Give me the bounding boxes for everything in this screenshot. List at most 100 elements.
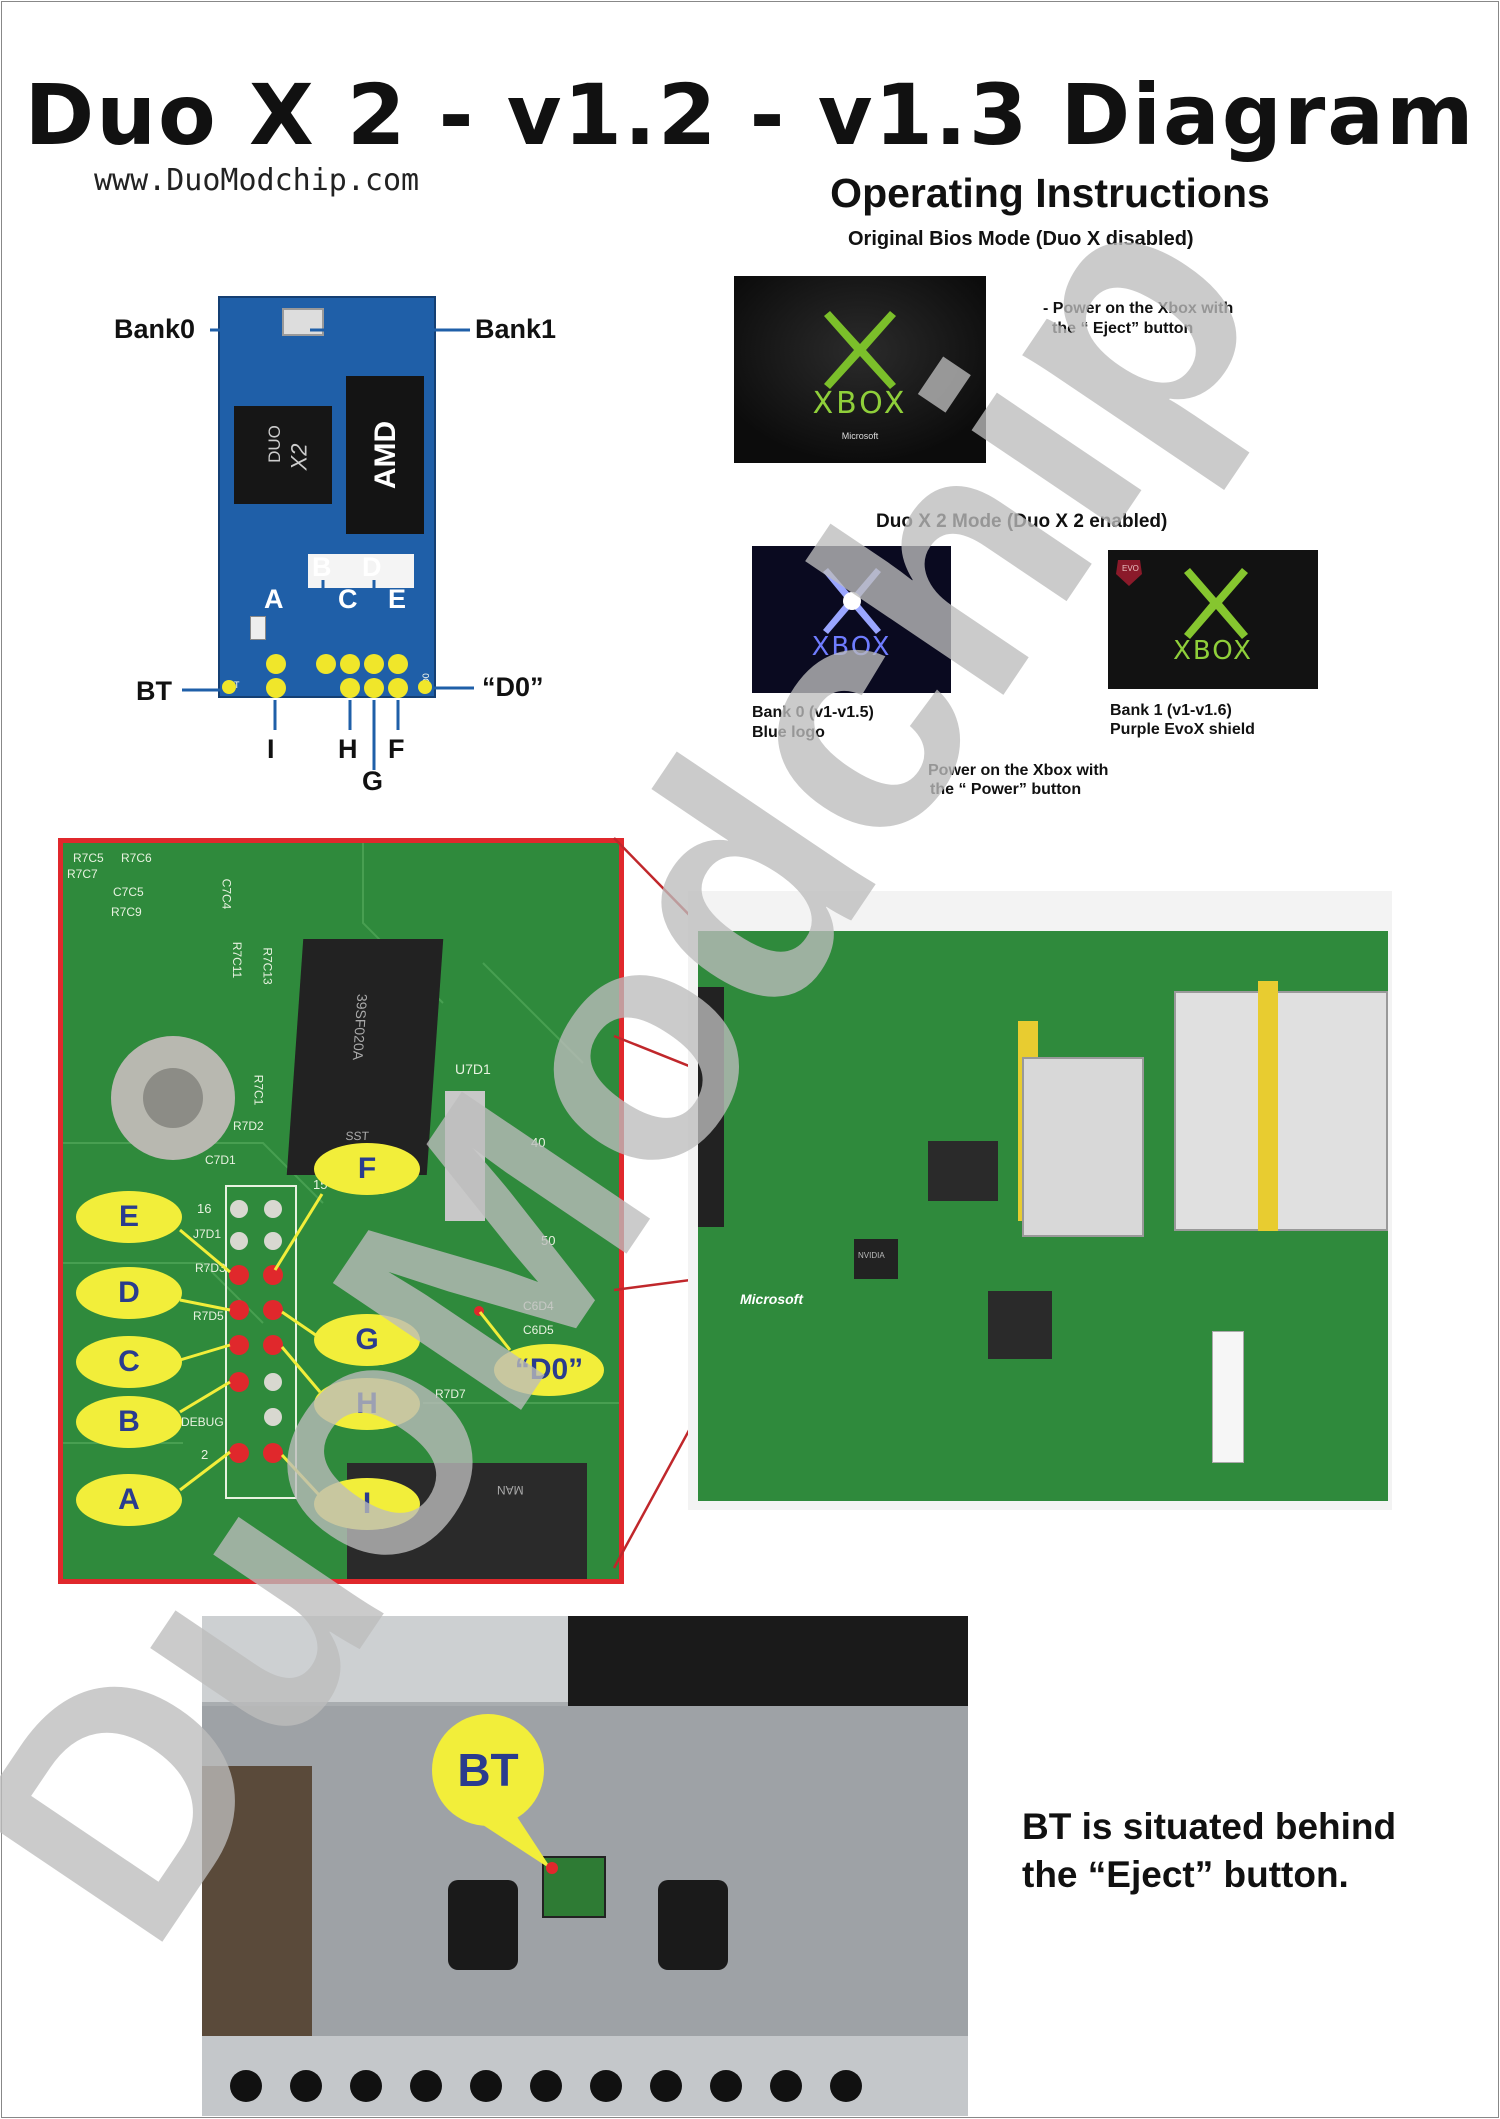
callout-e: E [76, 1191, 182, 1243]
silk-50: 50 [541, 1233, 556, 1248]
website-url[interactable]: www.DuoModchip.com [94, 163, 420, 198]
original-mode-line2: the “ Eject” button [1052, 320, 1194, 337]
silk-r7c5: R7C5 [73, 851, 104, 865]
callout-d: D [76, 1267, 182, 1319]
chip-pin-d: D [362, 552, 382, 582]
chip-pin-c: C [338, 584, 358, 614]
cpu-heatsink [1174, 991, 1388, 1231]
silk-j7d1: J7D1 [193, 1227, 222, 1241]
silk-c7d1: C7D1 [205, 1153, 236, 1167]
pad-d-zoom [229, 1300, 249, 1320]
bt-note-line1: BT is situated behind [1022, 1806, 1397, 1847]
amd-flash-chip: AMD [346, 376, 424, 534]
gpu-heatsink [1022, 1057, 1144, 1237]
callout-f: F [314, 1143, 420, 1195]
instructions-heading: Operating Instructions [830, 170, 1270, 216]
original-mode-line1: - Power on the Xbox with [1043, 300, 1234, 317]
pad-b-zoom [229, 1372, 249, 1392]
av-chip [988, 1291, 1052, 1359]
power-line2: the “ Power” button [930, 781, 1082, 798]
chip-pin-a: A [264, 584, 284, 614]
bank0-xbox-screen: XBOX [752, 546, 951, 693]
ide-connector [698, 987, 724, 1227]
evox-xbox-logo-icon [1116, 560, 1248, 639]
original-mode-title: Original Bios Mode (Duo X disabled) [848, 228, 1194, 250]
cable-bundle [202, 1766, 312, 2036]
bank0-label: Bank0 [114, 314, 196, 344]
silk-r7c7: R7C7 [67, 867, 98, 881]
callout-b: B [76, 1396, 182, 1448]
pad-a-zoom [229, 1443, 249, 1463]
pad-c [340, 654, 360, 674]
chip-pin-e: E [388, 584, 407, 614]
pad-i-zoom [263, 1443, 283, 1463]
connector-pins [445, 1091, 485, 1221]
header-hole [230, 1232, 248, 1250]
duo-mode-title: Duo X 2 Mode (Duo X 2 enabled) [876, 511, 1168, 532]
blue-xbox-logo-icon [823, 568, 881, 634]
microsoft-small-text: Microsoft [841, 431, 879, 441]
case-post [658, 1880, 728, 1970]
pad-a [266, 654, 286, 674]
header-hole [264, 1373, 282, 1391]
pad-h-zoom [263, 1335, 283, 1355]
pad-h [340, 678, 360, 698]
bank0-line2: Blue logo [752, 724, 825, 741]
microsoft-board-logo: Microsoft [740, 1291, 803, 1307]
silk-r7d3: R7D3 [195, 1261, 226, 1275]
chip-pin-f: F [388, 734, 405, 764]
silk-r7c9: R7C9 [111, 905, 142, 919]
pad-f-zoom [263, 1265, 283, 1285]
pad-c-zoom [229, 1335, 249, 1355]
pad-e [388, 654, 408, 674]
header-hole [264, 1232, 282, 1250]
callout-i: I [314, 1478, 420, 1530]
pad-f [388, 678, 408, 698]
callout-h: H [314, 1378, 420, 1430]
case-post [448, 1880, 518, 1970]
silk-2: 2 [201, 1447, 209, 1462]
duo-x2-chip-board: DUO X2 AMD BT D0 [218, 296, 436, 698]
silk-c6d4: C6D4 [523, 1299, 554, 1313]
silk-r7d2: R7D2 [233, 1119, 264, 1133]
silk-40: 40 [531, 1135, 546, 1150]
power-line1: Power on the Xbox with [928, 762, 1109, 779]
silk-c6d5: C6D5 [523, 1323, 554, 1337]
header-hole [264, 1200, 282, 1218]
duo-controller-chip: DUO X2 [234, 406, 332, 504]
bank1-xbox-screen: EVO XBOX [1108, 550, 1318, 689]
pad-bt [222, 680, 236, 694]
nvidia-label: NVIDIA [858, 1251, 885, 1260]
nvidia-chip: NVIDIA [854, 1239, 898, 1279]
silk-u7d1: U7D1 [455, 1061, 491, 1077]
xbox-mainboard-photo: Microsoft NVIDIA [688, 891, 1392, 1510]
header-hole [264, 1408, 282, 1426]
pad-g-zoom [263, 1300, 283, 1320]
vent-holes [230, 2070, 862, 2102]
bank1-label: Bank1 [475, 314, 557, 344]
page-title: Duo X 2 - v1.2 - v1.3 Diagram [24, 66, 1476, 164]
callout-a: A [76, 1474, 182, 1526]
eject-button-photo [202, 1616, 968, 2116]
chip-pin-g: G [362, 766, 384, 796]
callout-c: C [76, 1336, 182, 1388]
silk-debug: DEBUG [181, 1415, 224, 1429]
chip-component [250, 616, 266, 640]
pad-i [266, 678, 286, 698]
southbridge-chip [928, 1141, 998, 1201]
chip-pin-i: I [267, 734, 275, 764]
d0-label: “D0” [482, 672, 544, 702]
silk-16: 16 [197, 1201, 212, 1216]
pad-d0-zoom [474, 1306, 484, 1316]
chip-label-area [308, 554, 414, 588]
chip-leader-lines [182, 328, 474, 770]
pad-d [364, 654, 384, 674]
chip-pin-b: B [312, 552, 332, 582]
board-zoom-panel: 39SF020A SST MAN R7C5 R7C6 R7C7 C7C5 R7C… [58, 838, 624, 1584]
pad-g [364, 678, 384, 698]
bank0-line1: Bank 0 (v1-v1.5) [752, 704, 874, 721]
pad-b [316, 654, 336, 674]
bt-note-line2: the “Eject” button. [1022, 1854, 1349, 1895]
